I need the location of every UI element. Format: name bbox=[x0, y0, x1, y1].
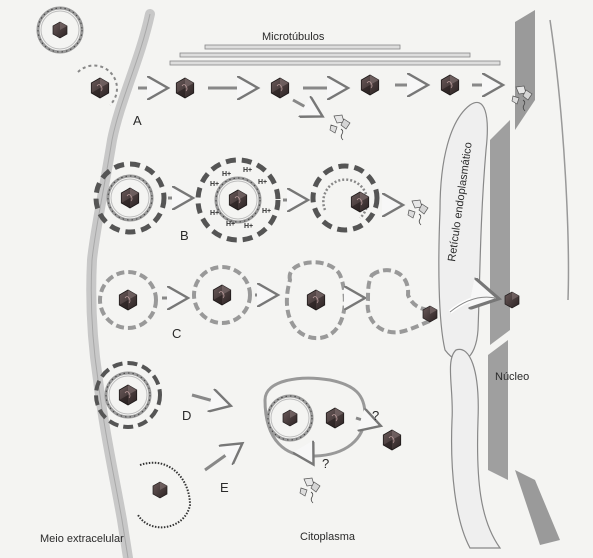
cytoplasm-label: Citoplasma bbox=[300, 531, 356, 543]
pathway-c bbox=[98, 260, 520, 341]
question-2: ? bbox=[322, 456, 329, 471]
question-1: ? bbox=[372, 408, 379, 423]
h-plus-3: H+ bbox=[210, 181, 219, 188]
pathway-d-e bbox=[94, 361, 402, 529]
pathway-a bbox=[36, 6, 533, 141]
pathway-a-label: A bbox=[133, 113, 142, 128]
pathway-b bbox=[93, 157, 429, 243]
h-plus-7: H+ bbox=[226, 221, 235, 228]
h-plus-6: H+ bbox=[262, 208, 271, 215]
extracellular-label: Meio extracelular bbox=[40, 533, 124, 545]
h-plus-5: H+ bbox=[210, 210, 219, 217]
nucleus-label: Núcleo bbox=[495, 371, 529, 383]
h-plus-4: H+ bbox=[258, 179, 267, 186]
pathway-c-label: C bbox=[172, 326, 181, 341]
nuclear-envelope bbox=[488, 10, 570, 545]
h-plus-2: H+ bbox=[243, 167, 252, 174]
h-plus-1: H+ bbox=[222, 171, 231, 178]
pathway-e-label: E bbox=[220, 480, 229, 495]
pathway-d-label: D bbox=[182, 408, 191, 423]
microtubules-label: Microtúbulos bbox=[262, 31, 325, 43]
pathway-b-label: B bbox=[180, 228, 189, 243]
h-plus-8: H+ bbox=[244, 223, 253, 230]
microtubules bbox=[169, 44, 501, 66]
